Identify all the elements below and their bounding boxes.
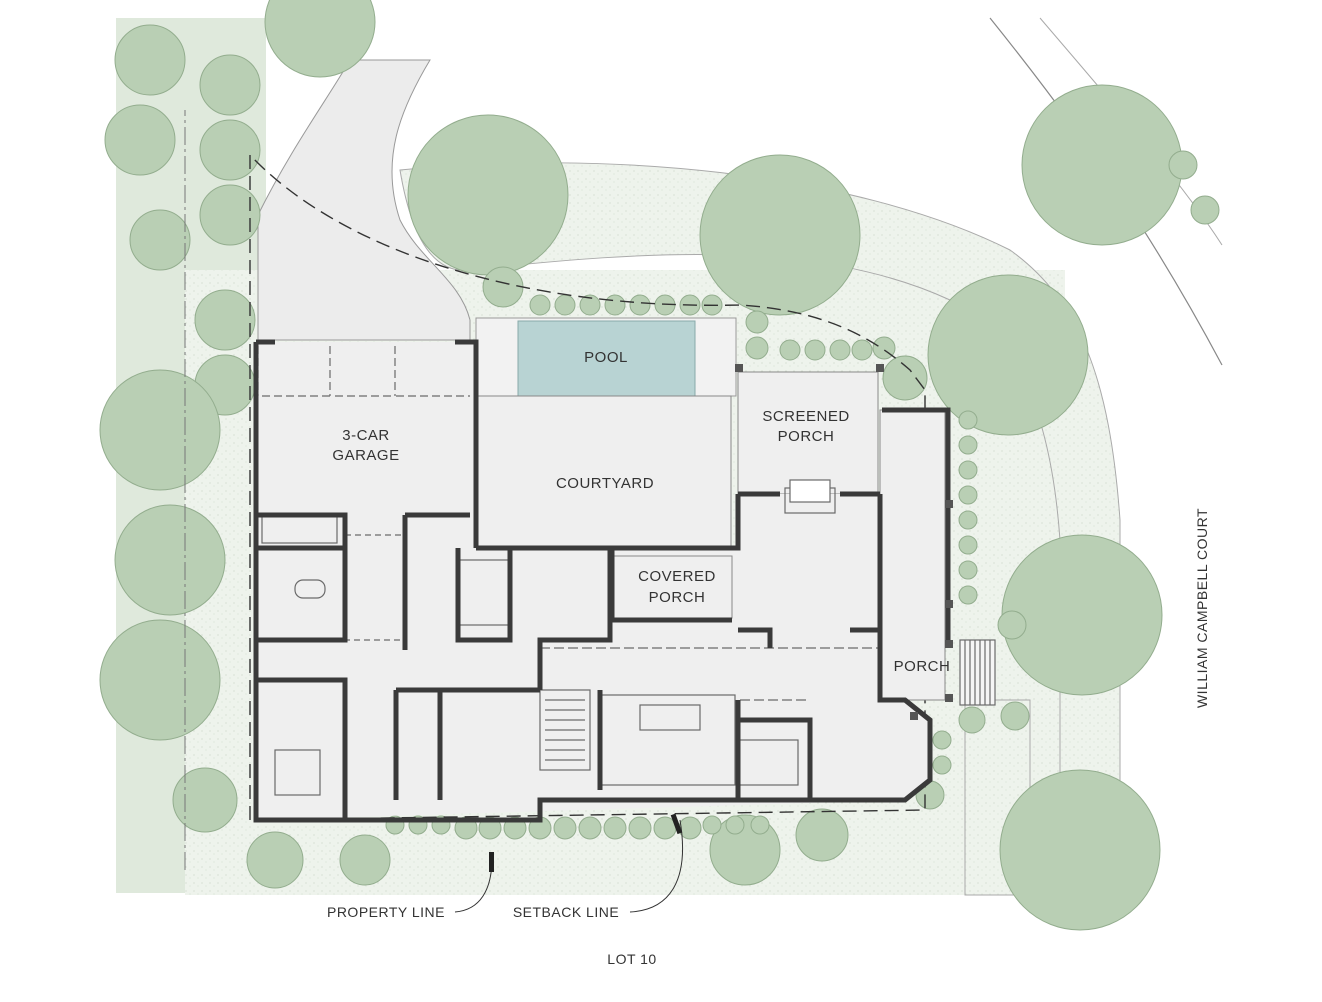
tree xyxy=(482,266,524,308)
property-line-label: PROPERTY LINE xyxy=(327,904,445,920)
porch-walls xyxy=(882,407,951,640)
tree xyxy=(795,808,849,862)
tree xyxy=(114,24,186,96)
boundaries xyxy=(184,110,926,870)
driveway xyxy=(257,59,471,341)
tree xyxy=(99,369,221,491)
tree xyxy=(339,834,391,886)
tree xyxy=(997,610,1027,640)
house xyxy=(256,317,946,820)
tree xyxy=(407,114,569,276)
garage-label-line2: GARAGE xyxy=(332,447,399,464)
interior-walls xyxy=(393,512,880,800)
tree xyxy=(114,504,226,616)
covered-porch-floor xyxy=(611,555,733,619)
porch-steps xyxy=(959,639,996,706)
tree xyxy=(264,0,376,78)
garage-interior-wall xyxy=(256,512,348,820)
setback-line xyxy=(249,153,926,821)
tree xyxy=(99,619,221,741)
tree xyxy=(927,274,1089,436)
screened-porch-label-line1: SCREENED xyxy=(762,408,849,425)
lot-label: LOT 10 xyxy=(607,951,656,967)
room-labels: POOL 3-CAR GARAGE COURTYARD SCREENED POR… xyxy=(327,349,1210,967)
courtyard-label: COURTYARD xyxy=(556,475,654,492)
tree xyxy=(999,769,1161,931)
covered-porch-label-line1: COVERED xyxy=(638,568,716,585)
tree xyxy=(199,119,261,181)
setback-line-label: SETBACK LINE xyxy=(513,904,619,920)
tree xyxy=(699,154,861,316)
garage-label-line1: 3-CAR xyxy=(342,427,390,444)
setback-line-marker xyxy=(670,813,683,835)
trees xyxy=(99,0,1220,931)
tree xyxy=(1000,701,1030,731)
tree xyxy=(1168,150,1198,180)
garage-floor xyxy=(256,342,476,520)
setback-line-leader xyxy=(629,819,684,913)
tree xyxy=(882,355,928,401)
walls xyxy=(253,339,951,823)
screened-porch-floor xyxy=(737,371,879,495)
house-outer-walls xyxy=(256,494,933,823)
porch-floor xyxy=(879,409,946,701)
tree xyxy=(194,289,256,351)
tree xyxy=(104,104,176,176)
columns xyxy=(735,364,953,720)
tree xyxy=(129,209,191,271)
pool-label: POOL xyxy=(584,349,628,366)
tree xyxy=(199,54,261,116)
tree xyxy=(172,767,238,833)
screened-porch-label-line2: PORCH xyxy=(778,428,835,445)
covered-porch-wall xyxy=(609,548,732,623)
tree xyxy=(199,184,261,246)
street-label: WILLIAM CAMPBELL COURT xyxy=(1194,508,1210,708)
tree xyxy=(1021,84,1183,246)
covered-porch-label-line2: PORCH xyxy=(649,589,706,606)
tree xyxy=(958,706,986,734)
tree xyxy=(1190,195,1220,225)
tree xyxy=(1001,534,1163,696)
courtyard-floor xyxy=(477,395,732,549)
tree xyxy=(246,831,304,889)
pool xyxy=(517,320,696,397)
shrubs xyxy=(385,294,978,840)
property-line-marker xyxy=(489,852,494,872)
porch-label: PORCH xyxy=(894,658,951,675)
main-house-floor xyxy=(256,494,930,820)
